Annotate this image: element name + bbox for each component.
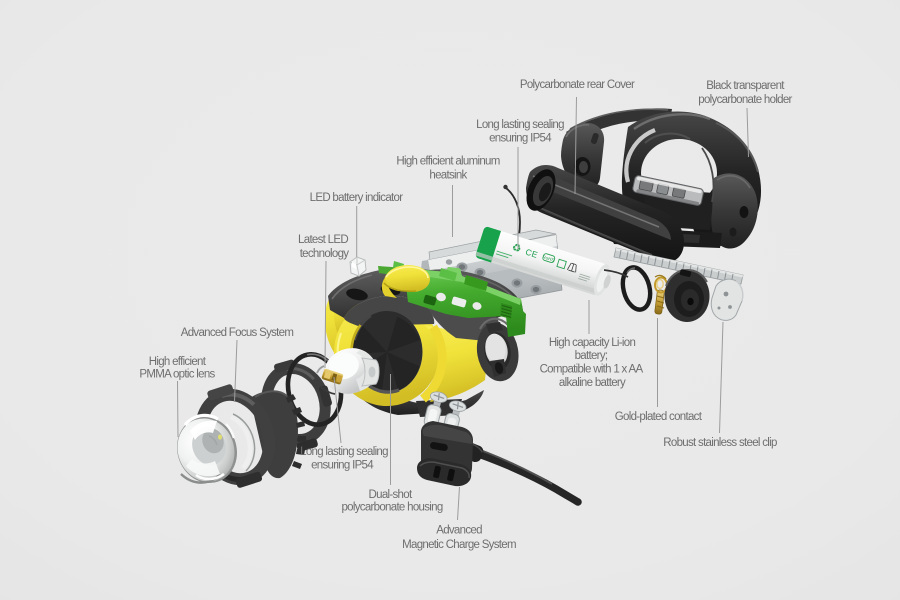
svg-text:battery;: battery; [575,350,608,362]
svg-text:High capacity Li-ion: High capacity Li-ion [549,337,636,349]
svg-text:Magnetic Charge System: Magnetic Charge System [402,539,516,551]
svg-text:polycarbonate housing: polycarbonate housing [341,502,442,514]
svg-text:High efficient aluminum: High efficient aluminum [396,156,499,168]
svg-text:Polycarbonate rear Cover: Polycarbonate rear Cover [520,79,635,91]
svg-text:Advanced Focus System: Advanced Focus System [181,327,294,339]
svg-text:♻: ♻ [510,241,523,255]
svg-text:Advanced: Advanced [436,525,482,537]
svg-text:alkaline battery: alkaline battery [559,377,626,389]
svg-text:CE: CE [524,247,539,260]
svg-text:Long lasting sealing: Long lasting sealing [476,119,564,131]
svg-text:technology: technology [300,248,350,260]
svg-text:Latest LED: Latest LED [298,234,348,246]
svg-text:Gold-plated contact: Gold-plated contact [615,411,703,423]
svg-text:heatsink: heatsink [429,170,467,182]
svg-text:LED battery indicator: LED battery indicator [310,192,404,204]
svg-text:Robust stainless steel clip: Robust stainless steel clip [663,437,777,449]
svg-text:ensuring IP54: ensuring IP54 [311,460,374,472]
svg-text:Compatible with 1 x AA: Compatible with 1 x AA [540,364,644,376]
svg-text:ensuring IP54: ensuring IP54 [489,133,552,145]
svg-text:High efficient: High efficient [149,356,207,368]
svg-text:polycarbonate holder: polycarbonate holder [698,94,792,106]
svg-text:Black transparent: Black transparent [706,80,785,92]
svg-text:RoHS: RoHS [542,254,555,262]
svg-text:Long lasting sealing: Long lasting sealing [300,446,388,458]
svg-text:Dual-shot: Dual-shot [369,489,413,501]
svg-text:PMMA optic lens: PMMA optic lens [139,369,215,381]
